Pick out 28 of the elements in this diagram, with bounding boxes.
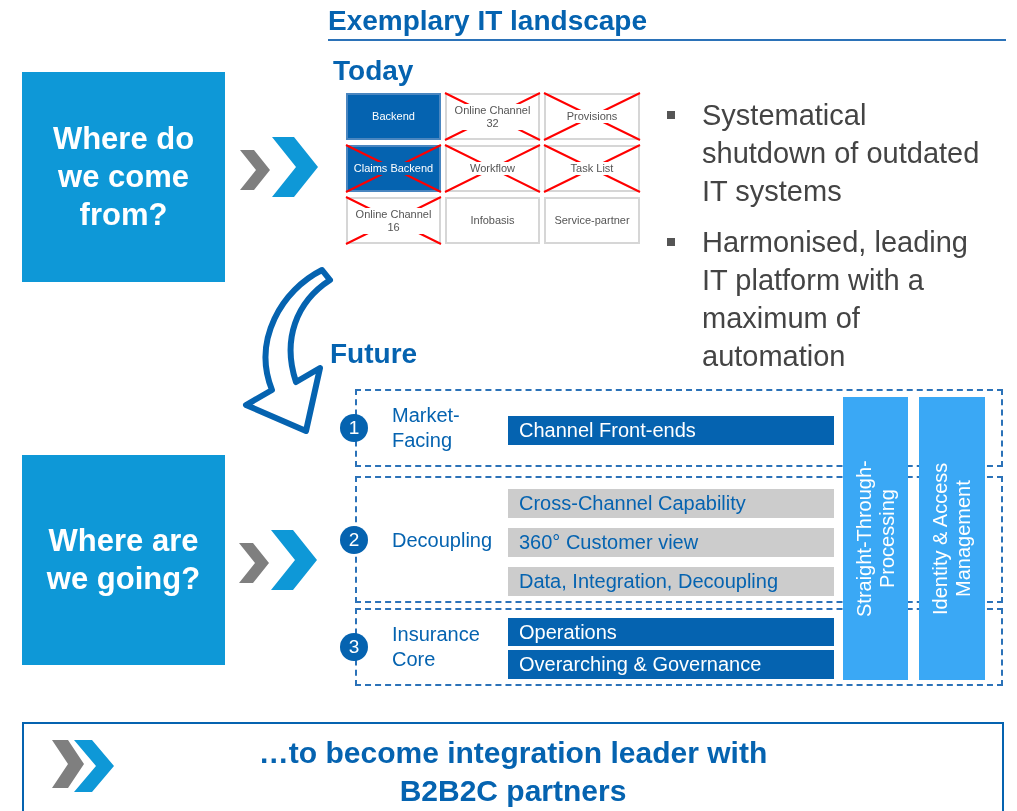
vertical-capability-bar: Identity & Access Management (919, 397, 985, 680)
number-badge: 1 (340, 414, 368, 442)
number-badge: 2 (340, 525, 368, 554)
capability-bar: Cross-Channel Capability (508, 489, 834, 518)
section-heading: Future (330, 338, 418, 370)
system-box: Backend (346, 93, 441, 140)
section-heading: Today (333, 55, 414, 87)
system-box: Service-partner (544, 197, 640, 244)
capability-bar: 360° Customer view (508, 528, 834, 557)
bullet-text: Harmonised, leading IT platform with a maximum of automation (664, 223, 992, 375)
diagram-title: Exemplary IT landscape (328, 5, 1006, 41)
layer-label: Insurance Core (392, 622, 481, 672)
capability-bar: Operations (508, 618, 834, 646)
capability-bar: Data, Integration, Decoupling (508, 567, 834, 596)
goal-banner: …to become integration leader with B2B2C partners (22, 722, 1004, 811)
bullet-text: Systematical shutdown of outdated IT systems (664, 96, 992, 210)
layer-label: Market-Facing (392, 403, 461, 453)
question-text: Where are we going? (45, 522, 202, 598)
system-box: Infobasis (445, 197, 540, 244)
capability-bar: Channel Front-ends (508, 416, 834, 445)
layer-label: Decoupling (392, 527, 494, 552)
chevron-arrow (240, 137, 318, 197)
number-badge: 3 (340, 633, 368, 661)
curved-arrow (243, 267, 333, 434)
vertical-capability-bar: Straight-Through-Processing (843, 397, 908, 680)
chevron-arrow (239, 530, 317, 590)
capability-bar: Overarching & Governance (508, 650, 834, 679)
question-text: Where do we come from? (51, 120, 196, 234)
